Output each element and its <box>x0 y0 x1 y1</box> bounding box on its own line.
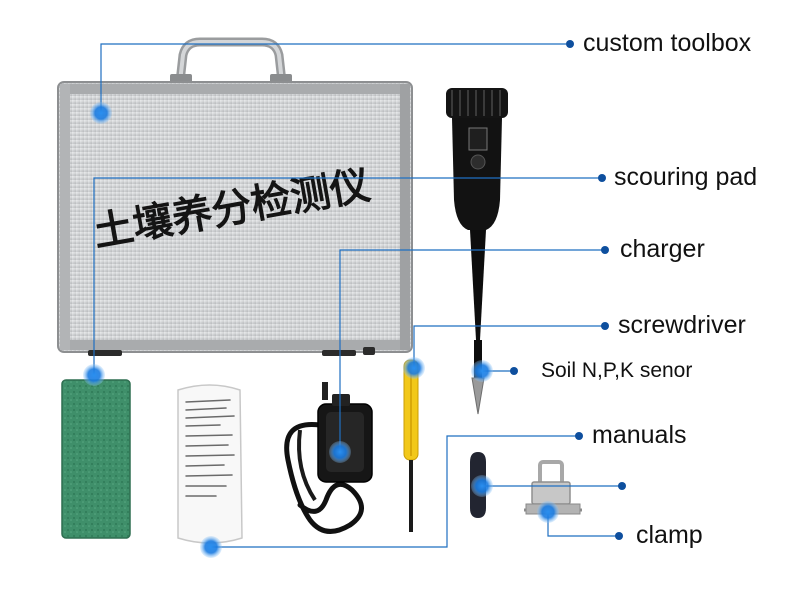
label-scouring-pad: scouring pad <box>614 163 758 191</box>
label-dot-unlabeled <box>618 482 626 490</box>
label-dot-manuals <box>575 432 583 440</box>
soil-sensor <box>446 88 508 415</box>
label-charger: charger <box>620 235 705 263</box>
callout-lines <box>93 43 621 548</box>
screwdriver <box>403 359 419 532</box>
label-dot-sensor <box>510 367 518 375</box>
label-soil-sensor: Soil N,P,K senor <box>541 359 693 382</box>
label-dot-toolbox <box>566 40 574 48</box>
scouring-pad <box>61 379 131 539</box>
charger <box>284 382 373 534</box>
label-dot-clamp <box>615 532 623 540</box>
label-dot-charger <box>601 246 609 254</box>
callout-dots <box>83 102 559 558</box>
label-manuals: manuals <box>592 421 687 449</box>
label-custom-toolbox: custom toolbox <box>583 29 752 57</box>
toolbox: 土壤养分检测仪 <box>57 37 413 356</box>
label-screwdriver: screwdriver <box>618 311 746 339</box>
manual-roll <box>177 384 243 544</box>
label-dot-scouring-pad <box>598 174 606 182</box>
label-dot-screwdriver <box>601 322 609 330</box>
label-clamp: clamp <box>636 521 703 549</box>
